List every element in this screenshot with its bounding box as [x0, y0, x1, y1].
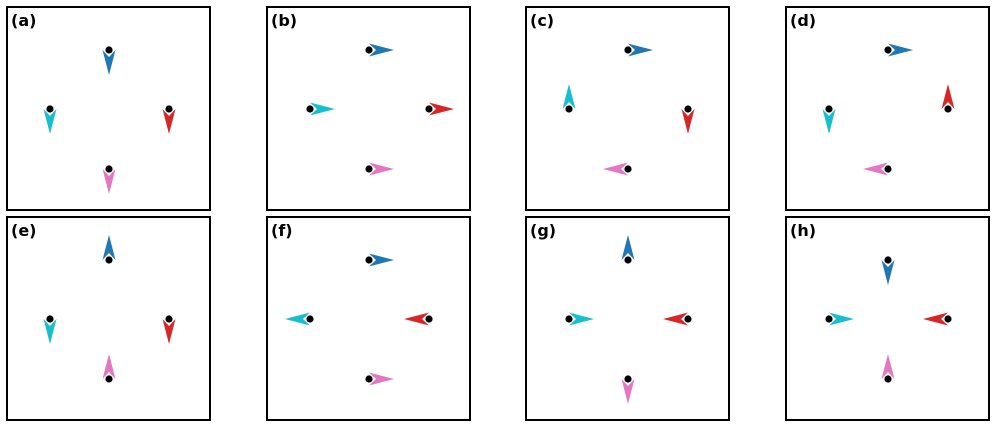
panel-diagram: [825, 256, 952, 383]
site-dot-left: [565, 105, 573, 113]
site-dot-bottom: [884, 165, 892, 173]
site-dot-top: [624, 46, 632, 54]
arrow-right-right: [429, 102, 454, 116]
site-dot-left: [565, 315, 573, 323]
arrow-left-right: [569, 312, 594, 326]
arrow-left-right: [829, 312, 854, 326]
site-dot-left: [46, 105, 54, 113]
arrow-top-right: [369, 43, 394, 57]
site-dot-bottom: [624, 375, 632, 383]
panel-label: (h): [790, 221, 817, 240]
site-dot-top: [884, 46, 892, 54]
panel-diagram: [43, 46, 176, 194]
arrow-bottom-right: [369, 372, 394, 386]
arrow-top-up: [621, 235, 635, 260]
panel-diagram: [822, 43, 955, 176]
arrow-top-down: [102, 50, 116, 75]
panel-diagram: [565, 235, 692, 404]
site-dot-right: [944, 105, 952, 113]
panel-diagram: [306, 43, 454, 176]
arrow-right-down: [162, 319, 176, 344]
site-dot-bottom: [365, 165, 373, 173]
panel: (h): [785, 216, 990, 421]
panel-diagram: [285, 253, 433, 386]
arrow-bottom-right: [369, 162, 394, 176]
site-dot-right: [684, 105, 692, 113]
site-dot-bottom: [624, 165, 632, 173]
arrow-left-left: [285, 312, 310, 326]
site-dot-top: [365, 256, 373, 264]
arrow-right-up: [941, 84, 955, 109]
panel-label: (a): [11, 11, 37, 30]
arrow-left-right: [310, 102, 335, 116]
site-dot-right: [944, 315, 952, 323]
arrow-left-down: [43, 319, 57, 344]
panel: (e): [6, 216, 211, 421]
panel: (g): [525, 216, 730, 421]
arrow-top-right: [888, 43, 913, 57]
site-dot-right: [165, 105, 173, 113]
panel-label: (b): [271, 11, 298, 30]
panel: (b): [266, 6, 471, 211]
arrow-top-up: [102, 235, 116, 260]
panel-label: (e): [11, 221, 37, 240]
site-dot-top: [105, 256, 113, 264]
arrow-top-down: [881, 260, 895, 285]
arrow-bottom-left: [863, 162, 888, 176]
panel-diagram: [562, 43, 695, 176]
panel: (a): [6, 6, 211, 211]
site-dot-left: [825, 105, 833, 113]
panel: (d): [785, 6, 990, 211]
site-dot-left: [825, 315, 833, 323]
site-dot-left: [306, 315, 314, 323]
arrow-left-down: [822, 109, 836, 134]
site-dot-bottom: [105, 375, 113, 383]
panel-label: (f): [271, 221, 293, 240]
site-dot-top: [884, 256, 892, 264]
panel-label: (c): [530, 11, 555, 30]
arrow-left-down: [43, 109, 57, 134]
site-dot-left: [46, 315, 54, 323]
site-dot-top: [624, 256, 632, 264]
arrow-bottom-up: [881, 354, 895, 379]
arrow-right-down: [162, 109, 176, 134]
arrow-bottom-down: [102, 169, 116, 194]
site-dot-right: [425, 105, 433, 113]
site-dot-right: [425, 315, 433, 323]
arrow-bottom-up: [102, 354, 116, 379]
arrow-right-down: [681, 109, 695, 134]
panel: (f): [266, 216, 471, 421]
site-dot-bottom: [105, 165, 113, 173]
arrow-right-left: [923, 312, 948, 326]
arrow-top-right: [628, 43, 653, 57]
site-dot-top: [365, 46, 373, 54]
site-dot-right: [165, 315, 173, 323]
arrow-bottom-left: [603, 162, 628, 176]
arrow-right-left: [404, 312, 429, 326]
panel-label: (g): [530, 221, 557, 240]
panel: (c): [525, 6, 730, 211]
arrow-bottom-down: [621, 379, 635, 404]
panel-diagram: [43, 235, 176, 383]
site-dot-top: [105, 46, 113, 54]
arrow-right-left: [663, 312, 688, 326]
site-dot-right: [684, 315, 692, 323]
arrow-left-up: [562, 84, 576, 109]
site-dot-bottom: [884, 375, 892, 383]
site-dot-bottom: [365, 375, 373, 383]
site-dot-left: [306, 105, 314, 113]
arrow-top-right: [369, 253, 394, 267]
panel-label: (d): [790, 11, 817, 30]
